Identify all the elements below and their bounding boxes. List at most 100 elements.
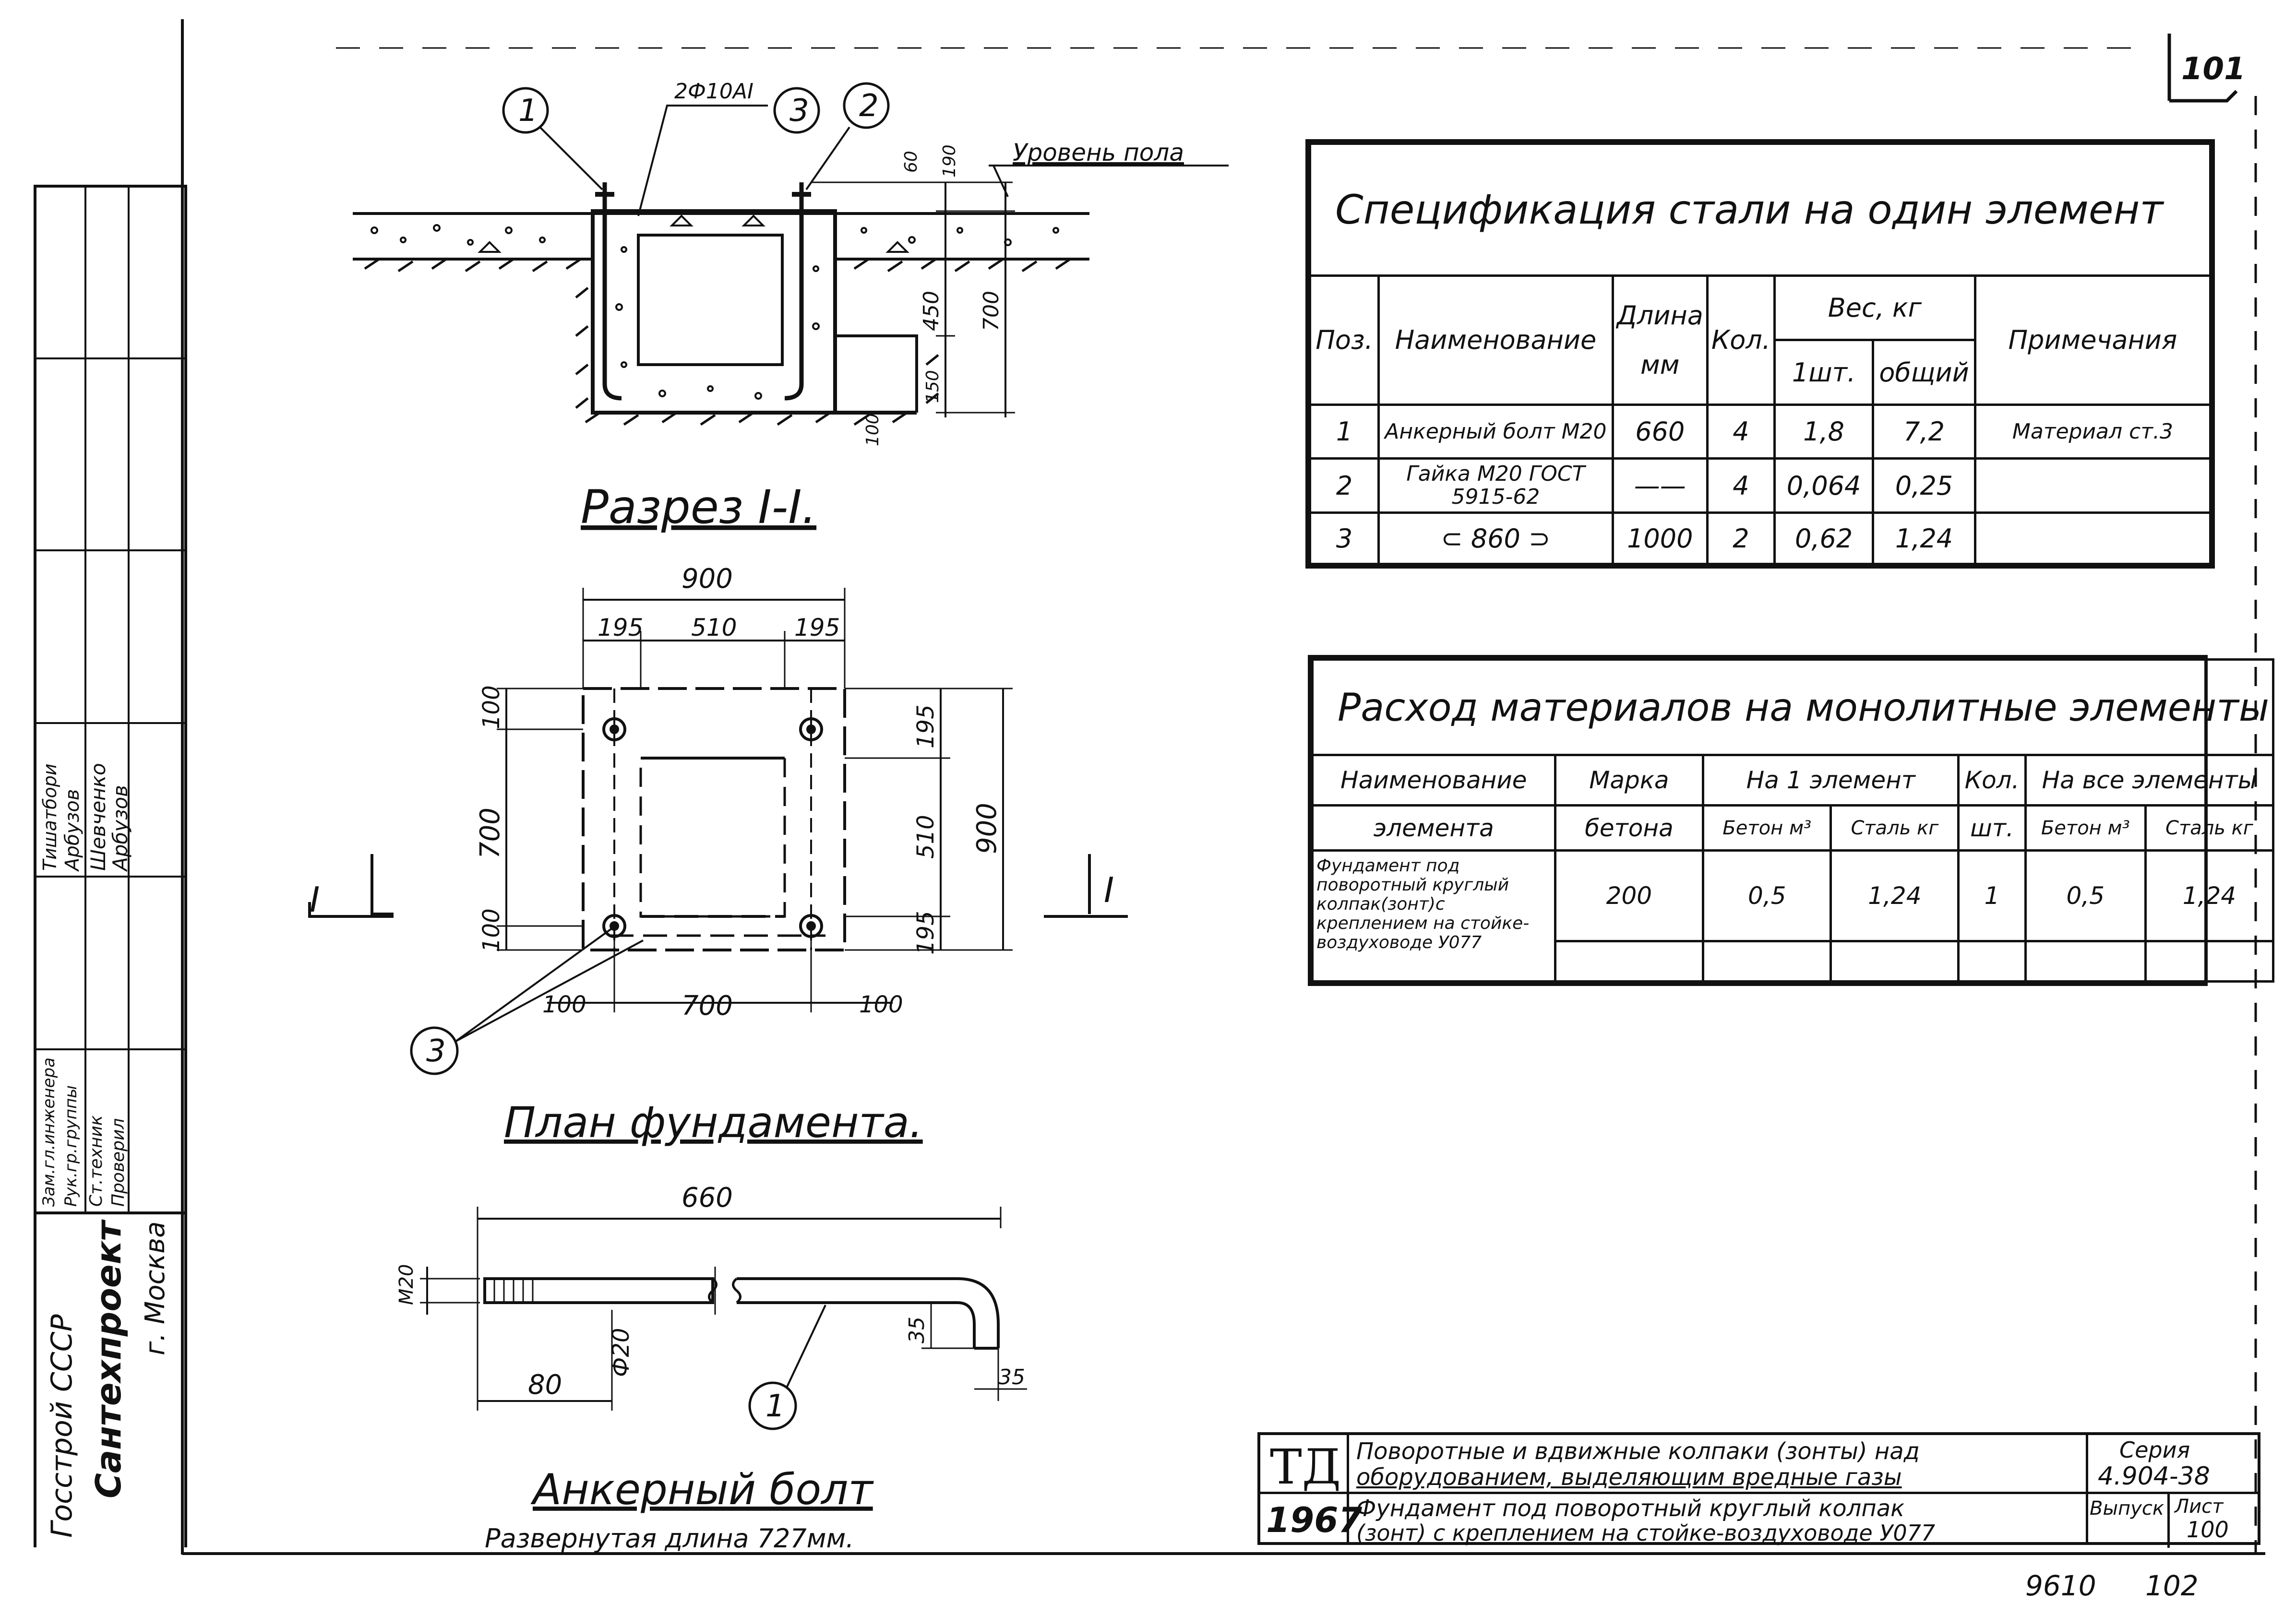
bolt-thread-length: 80 <box>528 1369 562 1401</box>
title-block-series: 4.904-38 <box>2098 1462 2210 1491</box>
stamp-signature <box>61 885 81 1039</box>
plan-top-195b: 195 <box>794 614 840 641</box>
mat-header-name2: элемента <box>1311 804 1556 852</box>
mat-cell-empty <box>2144 940 2274 983</box>
spec-cell: 2 <box>1308 457 1380 514</box>
title-block: ТД 1967 Поворотные и вдвижные колпаки (з… <box>1257 1432 2260 1548</box>
stamp-signature <box>39 885 59 1039</box>
stamp-signature <box>108 885 128 1039</box>
sheet-frame <box>181 19 2265 1555</box>
material-usage-table: Расход материалов на монолитные элементы… <box>1308 655 2274 986</box>
spec-cell: —— <box>1611 457 1709 514</box>
plan-right-195a: 195 <box>912 704 939 748</box>
mat-cell-name: Фундамент под поворотный круглый колпак(… <box>1311 849 1556 983</box>
rebar-label: 2Ф10АI <box>674 79 753 104</box>
stamp-org-santekhproekt: Сантехпроект <box>88 1221 129 1499</box>
mat-header-steel-all: Сталь кг <box>2144 804 2274 852</box>
spec-cell: 4 <box>1706 403 1776 460</box>
spec-cell: 660 <box>1611 403 1709 460</box>
spec-cell: 2 <box>1706 511 1776 565</box>
plan-bottom-100a: 100 <box>542 991 586 1018</box>
plan-left-700: 700 <box>475 808 506 859</box>
title-block-series-label: Серия <box>2119 1437 2190 1463</box>
spec-header-length-unit: мм <box>1640 349 1680 380</box>
mat-header-qty1: Кол. <box>1957 754 2027 807</box>
mat-cell: 1,24 <box>2144 849 2274 943</box>
table-row: 1 Анкерный болт М20 660 4 1,8 7,2 Матери… <box>1308 403 2212 460</box>
mat-cell-empty <box>1554 940 1705 983</box>
callout-bubble <box>748 1381 797 1430</box>
spec-cell: 3 <box>1308 511 1380 565</box>
section-drawing <box>353 105 1229 426</box>
mat-header-grade2: бетона <box>1554 804 1705 852</box>
title-block-line-3: Фундамент под поворотный круглый колпак <box>1356 1495 1905 1522</box>
spec-cell: 1,8 <box>1773 403 1875 460</box>
plan-right-510: 510 <box>912 815 939 859</box>
table-row <box>1313 940 2274 983</box>
plan-labels: 900 195 510 195 100 700 100 195 510 195 … <box>310 563 1114 1147</box>
bolt-title: Анкерный болт <box>530 1465 874 1514</box>
stamp-name-4: Арбузов <box>108 785 132 871</box>
spec-cell: 0,25 <box>1872 457 1976 514</box>
title-block-line-1: Поворотные и вдвижные колпаки (зонты) на… <box>1356 1438 1920 1465</box>
plan-top-total: 900 <box>682 563 733 594</box>
spec-cell: Анкерный болт М20 <box>1377 403 1614 460</box>
mat-cell-empty <box>2024 940 2147 983</box>
spec-title: Спецификация стали на один элемент <box>1309 142 2212 277</box>
spec-cell: 4 <box>1706 457 1776 514</box>
table-row: Фундамент под поворотный круглый колпак(… <box>1311 849 2274 983</box>
bolt-diameter: Ф20 <box>608 1328 634 1377</box>
plan-right-total: 900 <box>971 803 1003 854</box>
steel-spec-table: Спецификация стали на один элемент Поз. … <box>1305 139 2215 569</box>
spec-cell: 1 <box>1308 403 1380 460</box>
section-callouts: 1 3 2 <box>502 82 890 134</box>
bolt-bend-1: 35 <box>905 1317 929 1343</box>
spec-header-weight-total: общий <box>1872 339 1976 406</box>
title-block-sheet-label: Лист <box>2175 1496 2224 1518</box>
bolt-subtitle: Развернутая длина 727мм. <box>485 1523 854 1554</box>
floor-level-label: Уровень пола <box>1013 139 1184 166</box>
stamp-role-3: Ст.техник <box>86 1115 106 1207</box>
plan-bottom-100b: 100 <box>859 991 903 1018</box>
mat-cell: 1,24 <box>1830 849 1960 943</box>
plan-drawing <box>308 588 1128 1042</box>
spec-cell: ⊂ 860 ⊃ <box>1377 511 1614 565</box>
approval-stamp: Зам.гл.инженера Рук.гр.группы Ст.техник … <box>34 185 187 1547</box>
title-block-year: 1967 <box>1266 1500 1363 1540</box>
spec-header-name: Наименование <box>1377 274 1614 406</box>
section-title: Разрез I-I. <box>581 480 816 534</box>
stamp-role-4: Проверил <box>108 1118 128 1207</box>
plan-title: План фундамента. <box>504 1098 923 1147</box>
stamp-role-2: Рук.гр.группы <box>61 1085 81 1207</box>
mat-header-concrete-all: Бетон м³ <box>2024 804 2147 852</box>
plan-callout-3: 3 <box>426 1033 446 1069</box>
sheet-number: 101 <box>2181 51 2246 87</box>
spec-header-length-label: Длина <box>1616 300 1703 331</box>
plan-top-510: 510 <box>691 614 737 641</box>
bolt-labels: 660 М20 80 Ф20 35 35 1 Анкерный болт Раз… <box>395 1182 1025 1554</box>
dim-700: 700 <box>979 291 1004 331</box>
mat-cell-empty <box>1830 940 1960 983</box>
plan-right-195b: 195 <box>912 911 939 955</box>
callout-bubble <box>773 87 820 134</box>
plan-left-100b: 100 <box>478 908 505 952</box>
dim-60: 60 <box>901 151 921 173</box>
plan-top-195a: 195 <box>598 614 643 641</box>
spec-header-qty: Кол. <box>1706 274 1776 406</box>
stamp-org-gosstroy: Госстрой СССР <box>45 1314 79 1538</box>
spec-header-pos: Поз. <box>1308 274 1380 406</box>
section-mark-left: I <box>310 879 320 920</box>
plan-bottom-700: 700 <box>682 990 733 1021</box>
spec-cell: 1000 <box>1611 511 1709 565</box>
mat-cell-empty <box>1957 940 2027 983</box>
mat-header-name1: Наименование <box>1311 754 1556 807</box>
spec-cell: 7,2 <box>1872 403 1976 460</box>
spec-cell <box>1973 457 2212 514</box>
title-block-issue-label: Выпуск <box>2090 1497 2164 1520</box>
section-mark-right: I <box>1104 870 1114 910</box>
mat-header-steel: Сталь кг <box>1830 804 1960 852</box>
spec-cell: Гайка М20 ГОСТ 5915-62 <box>1377 457 1614 514</box>
dim-190: 190 <box>940 144 959 178</box>
mat-header-grade1: Марка <box>1554 754 1705 807</box>
